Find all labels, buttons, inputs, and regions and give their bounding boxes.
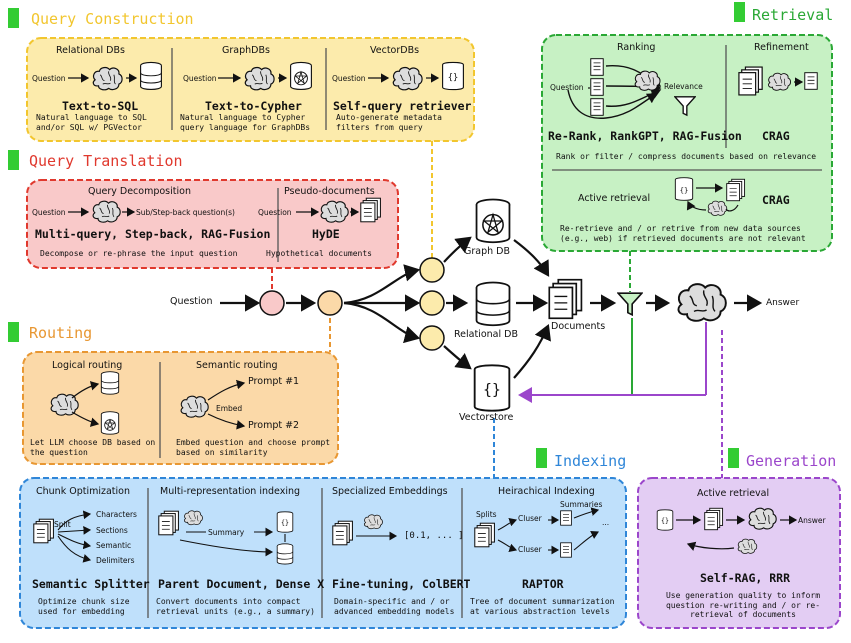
indexing-tag (536, 448, 547, 468)
sub-question-label: Sub/Step-back question(s) (136, 208, 235, 217)
flow-question-label: Question (170, 296, 213, 307)
retrieval-panel (541, 34, 833, 252)
logical-routing-desc: Let LLM choose DB based on the question (30, 438, 156, 457)
query-construction-panel (26, 37, 475, 142)
relational-question-label: Question (32, 74, 66, 83)
self-rag-label: Self-RAG, RRR (700, 571, 791, 585)
retrieval-title: Retrieval (752, 6, 834, 24)
graph-question-label: Question (183, 74, 217, 83)
dots-label: ... (602, 518, 610, 527)
prompt-2-label: Prompt #2 (248, 420, 300, 431)
hyde-label: HyDE (312, 227, 340, 241)
graph-desc: Natural language to Cypher query languag… (180, 113, 311, 132)
graphdbs-header: GraphDBs (222, 45, 270, 56)
summaries-label: Summaries (560, 500, 603, 509)
cluster-2-label: Cluser (518, 545, 542, 554)
cluster-1-label: Cluser (518, 514, 542, 523)
rank-desc: Rank or filter / compress documents base… (556, 152, 817, 161)
refinement-header: Refinement (754, 42, 809, 53)
specialized-embeddings-header: Specialized Embeddings (332, 486, 448, 497)
routing-title: Routing (29, 324, 93, 342)
pseudo-desc: Hypothetical documents (266, 249, 372, 258)
active-retrieval-desc: Re-retrieve and / or retrive from new da… (560, 224, 806, 243)
query-decomposition-header: Query Decomposition (88, 186, 191, 197)
fine-tuning-label: Fine-tuning, ColBERT (332, 577, 471, 591)
split-label: Split (54, 520, 71, 529)
embed-label: Embed (216, 404, 243, 413)
vectordbs-header: VectorDBs (370, 45, 420, 56)
multirep-header: Multi-representation indexing (160, 486, 301, 497)
decomposition-desc: Decompose or re-phrase the input questio… (40, 249, 238, 258)
graph-db-label: Graph DB (464, 246, 510, 257)
relational-dbs-header: Relational DBs (56, 45, 125, 56)
active-retrieval-header: Active retrieval (578, 193, 651, 204)
embeddings-desc: Domain-specific and / or advanced embedd… (334, 597, 455, 616)
indexing-title: Indexing (554, 452, 627, 470)
parent-document-label: Parent Document, Dense X (158, 577, 325, 591)
rerank-methods-label: Re-Rank, RankGPT, RAG-Fusion (548, 129, 742, 143)
query-construction-tag (8, 8, 19, 28)
chunk-item-semantic: Semantic (96, 541, 132, 550)
semantic-routing-header: Semantic routing (196, 360, 278, 371)
text-to-cypher-label: Text-to-Cypher (205, 99, 302, 113)
vector-desc: Auto-generate metadata filters from quer… (336, 113, 442, 132)
text-to-sql-label: Text-to-SQL (62, 99, 139, 113)
documents-label: Documents (551, 321, 606, 332)
query-translation-tag (8, 150, 19, 170)
relational-desc: Natural language to SQL and/or SQL w/ PG… (36, 113, 147, 132)
semantic-splitter-label: Semantic Splitter (32, 577, 150, 591)
decomposition-question-label: Question (32, 208, 66, 217)
chunk-item-delimiters: Delimiters (96, 556, 135, 565)
prompt-1-label: Prompt #1 (248, 376, 300, 387)
splits-label: Splits (476, 510, 497, 519)
chunk-item-characters: Characters (96, 510, 137, 519)
hier-desc: Tree of document summarization at variou… (470, 597, 615, 616)
ranking-question-label: Question (550, 83, 584, 92)
chunk-optimization-header: Chunk Optimization (36, 486, 130, 497)
answer-label: Answer (766, 298, 800, 308)
refinement-crag-label: CRAG (762, 129, 790, 143)
vectorstore-label: Vectorstore (459, 412, 514, 423)
hierarchical-indexing-header: Heirachical Indexing (498, 486, 595, 497)
generation-title: Generation (746, 452, 837, 470)
vector-question-label: Question (332, 74, 366, 83)
semantic-routing-desc: Embed question and choose prompt based o… (176, 438, 331, 457)
active-crag-label: CRAG (762, 193, 790, 207)
relevance-label: Relevance (664, 82, 703, 91)
relational-db-label: Relational DB (454, 329, 518, 340)
self-query-retriever-label: Self-query retriever (333, 99, 472, 113)
query-translation-title: Query Translation (29, 152, 183, 170)
embedding-vector-label: [0.1, ... ] (404, 531, 464, 541)
query-translation-panel (26, 179, 399, 269)
chunk-item-sections: Sections (96, 526, 128, 535)
generation-tag (728, 448, 739, 468)
summary-label: Summary (208, 528, 245, 537)
pseudo-documents-header: Pseudo-documents (284, 186, 375, 197)
routing-tag (8, 322, 19, 342)
generation-answer-label: Answer (798, 516, 826, 525)
generation-desc: Use generation quality to inform questio… (665, 591, 821, 619)
query-construction-title: Query Construction (31, 10, 194, 28)
chunk-desc: Optimize chunk size used for embedding (38, 597, 130, 616)
multirep-desc: Convert documents into compact retrieval… (156, 597, 315, 616)
logical-routing-header: Logical routing (52, 360, 123, 371)
generation-active-retrieval-header: Active retrieval (697, 488, 770, 499)
retrieval-tag (734, 2, 745, 22)
multi-query-label: Multi-query, Step-back, RAG-Fusion (35, 227, 271, 241)
ranking-header: Ranking (617, 42, 656, 53)
pseudo-question-label: Question (258, 208, 292, 217)
raptor-label: RAPTOR (522, 577, 564, 591)
